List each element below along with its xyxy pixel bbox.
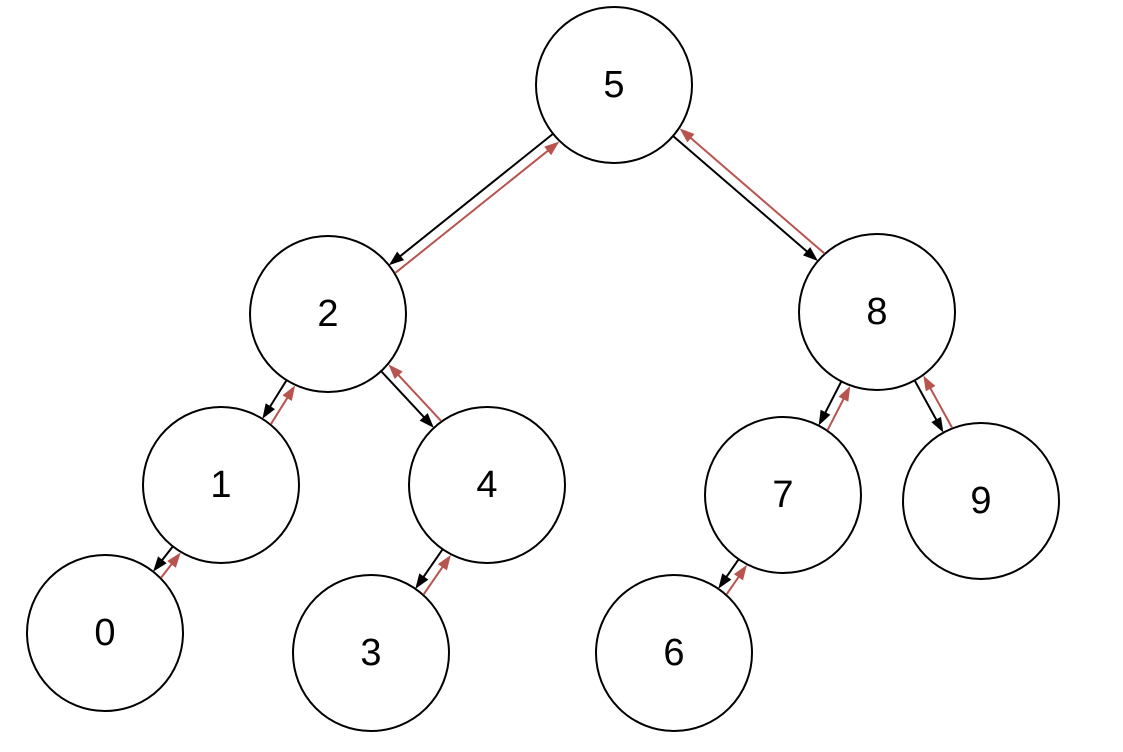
edge-line [672, 135, 809, 254]
arrowhead-icon [419, 413, 434, 428]
edge-2-to-4-forward [380, 370, 434, 428]
edge-line [270, 395, 290, 425]
edge-4-to-2-return [388, 364, 442, 422]
arrowhead-icon [388, 251, 405, 266]
arrowhead-icon [923, 375, 936, 392]
edge-8-to-9-forward [913, 379, 944, 433]
arrowhead-icon [167, 552, 181, 568]
edge-9-to-8-return [923, 375, 954, 429]
edge-line [422, 564, 445, 596]
arrowhead-icon [388, 364, 403, 380]
edge-2-to-5-return [394, 141, 560, 274]
tree-node-3: 3 [292, 574, 450, 732]
node-circle [595, 574, 753, 732]
tree-node-5: 5 [535, 6, 693, 164]
arrowhead-icon [437, 554, 451, 571]
edge-line [928, 386, 954, 429]
edge-line [421, 548, 444, 579]
edge-6-to-7-return [725, 564, 747, 596]
edge-line [826, 397, 846, 431]
edge-line [268, 379, 288, 409]
tree-node-2: 2 [249, 235, 407, 393]
edge-7-to-6-forward [718, 558, 740, 589]
arrowhead-icon [415, 573, 429, 589]
edge-1-to-2-return [270, 385, 296, 425]
edge-line [398, 132, 554, 258]
tree-node-7: 7 [704, 416, 862, 574]
node-label: 1 [210, 464, 231, 506]
arrowhead-icon [718, 573, 732, 589]
edge-5-to-2-forward [388, 132, 554, 266]
arrowhead-icon [733, 564, 747, 581]
node-circle [704, 416, 862, 574]
edge-line [725, 575, 741, 596]
edge-0-to-1-return [160, 552, 181, 579]
edge-line [380, 370, 426, 420]
arrowhead-icon [818, 409, 831, 426]
arrowhead-icon [544, 141, 560, 156]
node-label: 8 [866, 291, 887, 333]
node-circle [798, 233, 956, 391]
edge-line [724, 558, 740, 579]
edge-5-to-8-forward [672, 135, 818, 262]
node-label: 7 [772, 474, 793, 516]
edge-4-to-3-forward [415, 548, 444, 589]
node-circle [535, 6, 693, 164]
edge-line [396, 373, 442, 422]
node-label: 9 [970, 480, 991, 522]
node-label: 5 [603, 64, 624, 106]
edge-1-to-0-forward [153, 545, 174, 572]
edge-line [160, 545, 174, 562]
edge-line [913, 379, 939, 422]
tree-node-9: 9 [902, 422, 1060, 580]
node-circle [408, 406, 566, 564]
node-label: 0 [94, 612, 115, 654]
node-circle [292, 574, 450, 732]
edges-layer [153, 128, 954, 596]
edge-8-to-5-return [679, 128, 826, 255]
edge-line [688, 136, 826, 255]
tree-node-4: 4 [408, 406, 566, 564]
edge-7-to-8-return [826, 385, 851, 431]
edge-2-to-1-forward [262, 379, 288, 419]
edge-line [394, 148, 550, 274]
node-label: 2 [317, 293, 338, 335]
arrowhead-icon [282, 385, 296, 402]
edge-line [160, 562, 174, 579]
node-circle [142, 406, 300, 564]
arrowhead-icon [679, 128, 695, 143]
edge-8-to-7-forward [818, 380, 843, 426]
node-label: 6 [663, 632, 684, 674]
node-label: 3 [360, 632, 381, 674]
node-circle [249, 235, 407, 393]
arrowhead-icon [838, 385, 851, 402]
tree-node-1: 1 [142, 406, 300, 564]
arrowhead-icon [153, 556, 167, 572]
edge-3-to-4-return [422, 554, 451, 596]
tree-node-0: 0 [26, 554, 184, 712]
node-label: 4 [476, 464, 497, 506]
node-circle [26, 554, 184, 712]
edge-line [823, 380, 843, 415]
arrowhead-icon [931, 416, 944, 433]
node-circle [902, 422, 1060, 580]
tree-node-6: 6 [595, 574, 753, 732]
arrowhead-icon [262, 403, 275, 419]
tree-node-8: 8 [798, 233, 956, 391]
arrowhead-icon [803, 247, 818, 262]
